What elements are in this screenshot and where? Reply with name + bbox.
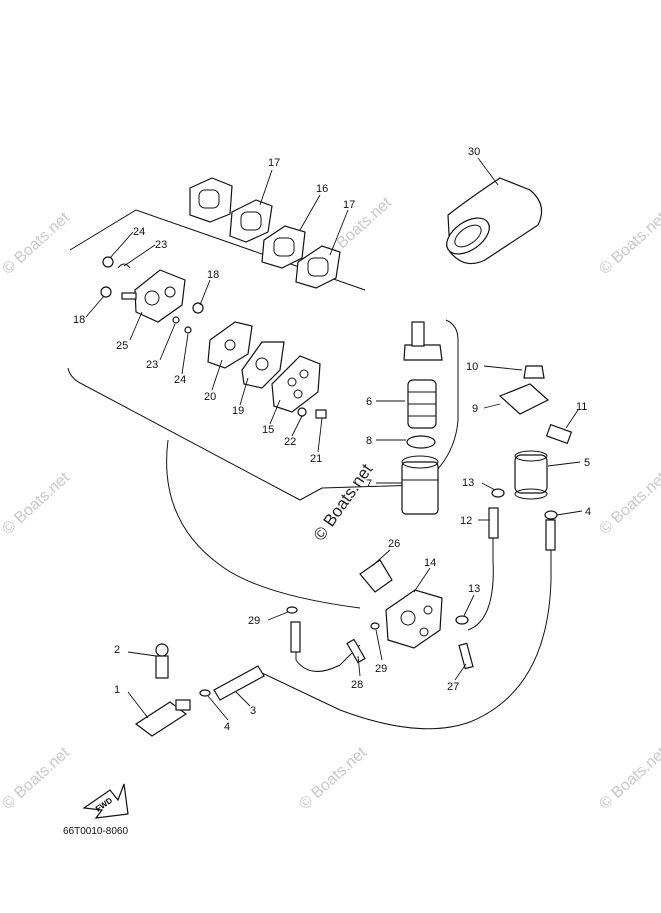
- filter-mount-parts: [491, 365, 573, 520]
- callout-26: 26: [388, 538, 400, 550]
- callout-5: 5: [584, 457, 590, 469]
- callout-4: 4: [585, 506, 591, 518]
- callout-labels: 17 16 17 30 24 23 18 18 25 23 24 20 19 1…: [73, 146, 591, 733]
- main-fuel-pump: [359, 559, 474, 670]
- callout-1: 1: [114, 684, 120, 696]
- callout-15: 15: [262, 424, 274, 436]
- fuel-filter-parts: [401, 321, 443, 515]
- fuel-connector: [134, 643, 191, 737]
- callout-29: 29: [248, 615, 260, 627]
- callout-3: 3: [250, 705, 256, 717]
- callout-28: 28: [351, 679, 363, 691]
- watermark: © Boats.net: [0, 469, 73, 538]
- leader-lines: [85, 157, 583, 721]
- callout-8: 8: [366, 435, 372, 447]
- callout-6: 6: [366, 396, 372, 408]
- watermark: © Boats.net: [596, 469, 661, 538]
- callout-20: 20: [204, 391, 216, 403]
- fuel-lines: [166, 439, 556, 730]
- callout-22: 22: [284, 436, 296, 448]
- callout-29: 29: [375, 663, 387, 675]
- watermark: © Boats.net: [596, 744, 661, 813]
- callout-23: 23: [146, 359, 158, 371]
- callout-19: 19: [232, 405, 244, 417]
- watermark: © Boats.net: [596, 209, 661, 278]
- watermark: © Boats.net: [0, 209, 73, 278]
- callout-13: 13: [468, 583, 480, 595]
- callout-13: 13: [462, 477, 474, 489]
- callout-14: 14: [424, 557, 436, 569]
- callout-27: 27: [447, 681, 459, 693]
- callout-11: 11: [576, 401, 587, 413]
- silencer-part: [446, 177, 543, 265]
- gasket-set: [189, 177, 341, 289]
- pump-components: [100, 256, 327, 419]
- callout-24: 24: [174, 374, 186, 386]
- watermark: © Boats.net: [296, 744, 370, 813]
- callout-25: 25: [116, 340, 128, 352]
- callout-21: 21: [310, 453, 322, 465]
- callout-2: 2: [114, 644, 120, 656]
- callout-16: 16: [316, 183, 328, 195]
- fwd-arrow: FWD: [82, 783, 129, 819]
- watermark: © Boats.net: [0, 744, 73, 813]
- callout-7: 7: [366, 478, 372, 490]
- callout-10: 10: [466, 361, 478, 373]
- watermark-center: © Boats.net: [310, 460, 377, 544]
- callout-12: 12: [460, 515, 472, 527]
- callout-17: 17: [343, 199, 355, 211]
- drawing-code: 66T0010-8060: [63, 826, 128, 837]
- callout-18: 18: [73, 314, 85, 326]
- callout-9: 9: [472, 403, 478, 415]
- watermarks: © Boats.net © Boats.net © Boats.net © Bo…: [0, 194, 661, 813]
- callout-17: 17: [268, 157, 280, 169]
- callout-24: 24: [133, 226, 145, 238]
- callout-23: 23: [155, 239, 167, 251]
- callout-4: 4: [224, 721, 230, 733]
- callout-30: 30: [468, 146, 480, 158]
- callout-18: 18: [207, 269, 219, 281]
